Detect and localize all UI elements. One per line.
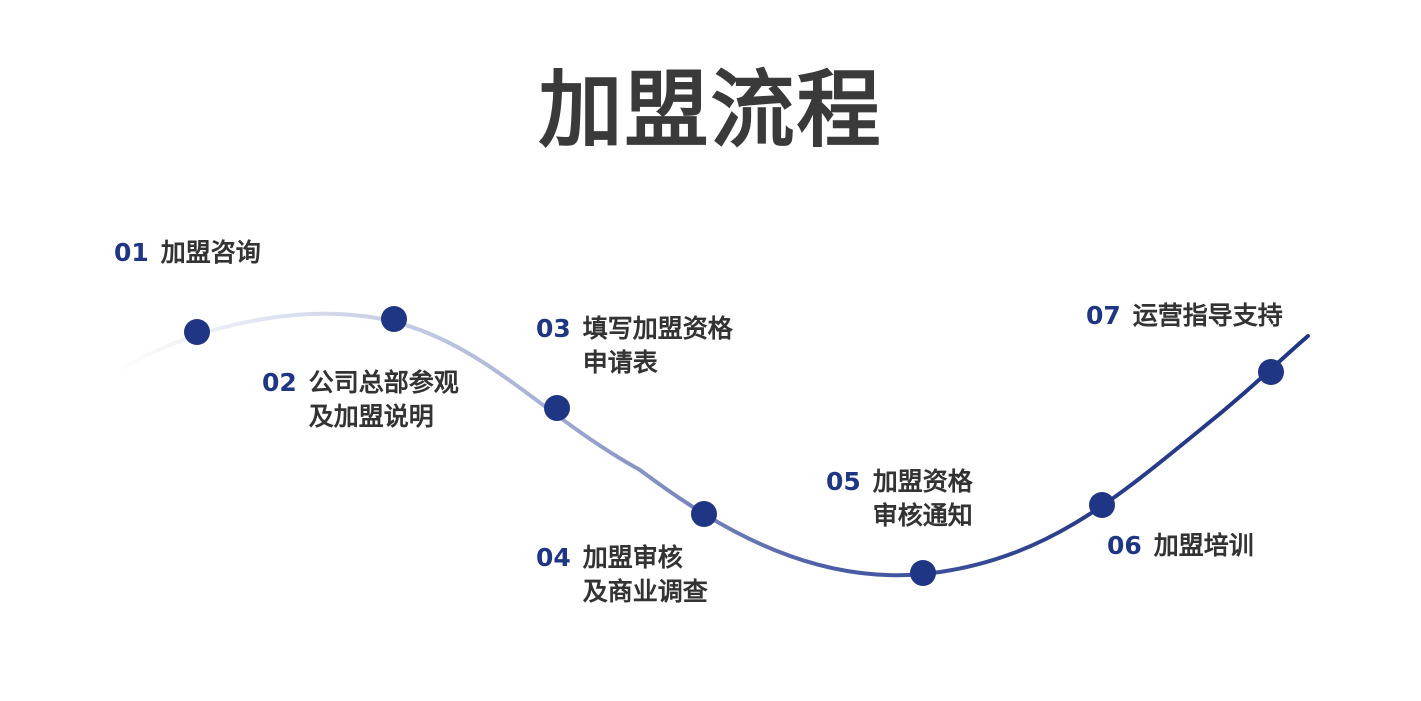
step-marker-06 (1089, 492, 1115, 518)
step-label: 加盟咨询 (161, 236, 261, 270)
step-05: 05 加盟资格 审核通知 (826, 465, 973, 533)
step-label: 加盟审核 及商业调查 (583, 541, 708, 609)
step-number: 04 (536, 543, 571, 572)
step-marker-03 (544, 395, 570, 421)
step-label-line1: 运营指导支持 (1132, 301, 1283, 330)
step-label-line1: 加盟培训 (1153, 531, 1254, 560)
step-03: 03 填写加盟资格 申请表 (536, 312, 733, 380)
step-number: 02 (262, 368, 297, 397)
step-number: 05 (826, 467, 861, 496)
step-label-line2: 审核通知 (872, 501, 973, 530)
step-number: 01 (114, 238, 149, 267)
step-label-line2: 及商业调查 (582, 577, 708, 606)
step-07: 07 运营指导支持 (1086, 299, 1283, 333)
step-marker-07 (1258, 359, 1284, 385)
page-title: 加盟流程 (538, 61, 883, 159)
step-label-line1: 加盟审核 (582, 543, 683, 572)
step-label-line1: 加盟资格 (872, 467, 973, 496)
step-label: 加盟资格 审核通知 (873, 465, 973, 533)
step-marker-05 (910, 560, 936, 586)
step-number: 06 (1107, 531, 1142, 560)
step-label-line1: 公司总部参观 (308, 368, 459, 397)
step-marker-02 (381, 306, 407, 332)
step-label-line1: 填写加盟资格 (582, 314, 733, 343)
step-number: 07 (1086, 301, 1121, 330)
step-marker-04 (691, 501, 717, 527)
step-02: 02 公司总部参观 及加盟说明 (262, 366, 459, 434)
step-label: 填写加盟资格 申请表 (583, 312, 733, 380)
step-label-line2: 及加盟说明 (308, 402, 434, 431)
step-number: 03 (536, 314, 571, 343)
step-06: 06 加盟培训 (1107, 529, 1254, 563)
step-label: 公司总部参观 及加盟说明 (309, 366, 459, 434)
step-label-line1: 加盟咨询 (160, 238, 261, 267)
step-label: 加盟培训 (1154, 529, 1254, 563)
step-label-line2: 申请表 (582, 348, 658, 377)
step-01: 01 加盟咨询 (114, 236, 261, 270)
step-04: 04 加盟审核 及商业调查 (536, 541, 708, 609)
step-label: 运营指导支持 (1133, 299, 1283, 333)
flow-curve (110, 311, 1310, 578)
step-marker-01 (184, 319, 210, 345)
